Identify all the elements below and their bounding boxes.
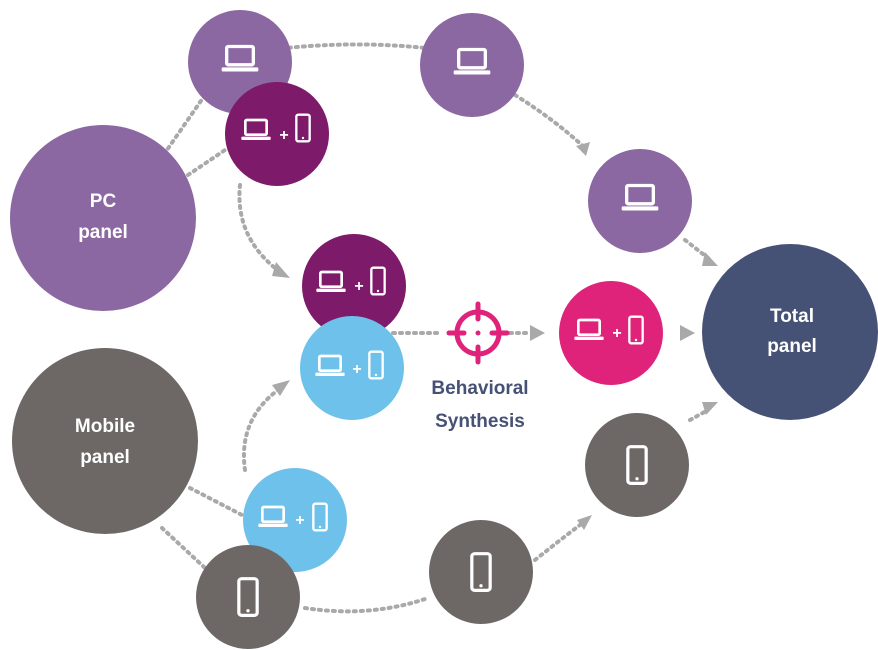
connector-combo-down — [237, 183, 277, 270]
mobile-phone-node-right — [585, 413, 689, 517]
arrowhead-to-total-upper — [702, 252, 718, 266]
connector-bottom-arc — [303, 596, 430, 614]
pc-multi-device-node-middle: + — [302, 234, 406, 338]
pc-panel-node: PC panel — [10, 125, 196, 311]
connector-pc-to-combo — [186, 146, 230, 177]
pc-panel-label-line2: panel — [78, 222, 128, 243]
mobile-panel-label-line1: Mobile — [75, 416, 135, 437]
plus-sign: + — [295, 512, 304, 529]
plus-sign: + — [354, 278, 363, 295]
mobile-multi-device-node-lower: + — [243, 468, 347, 572]
connectors — [158, 42, 710, 614]
pc-panel-label-line1: PC — [90, 191, 117, 212]
plus-sign: + — [612, 325, 621, 342]
mobile-phone-node-lower-middle — [429, 520, 533, 624]
arrowhead-bottom-up — [577, 515, 592, 530]
plus-sign: + — [279, 127, 288, 144]
pc-laptop-node-right — [588, 149, 692, 253]
arrowhead-to-blue-lower — [272, 380, 290, 396]
synthesized-multi-device-node: + — [559, 281, 663, 385]
connector-right-laptop-to-total — [683, 238, 710, 260]
arrowhead-to-total-lower — [702, 402, 718, 415]
total-panel-node: Total panel — [702, 244, 878, 420]
synthesis-label-line2: Synthesis — [435, 411, 525, 432]
arrowheads — [272, 142, 718, 530]
arrowhead-magenta-to-total — [680, 325, 695, 341]
plus-sign: + — [352, 361, 361, 378]
connector-phone-up — [533, 523, 582, 562]
arrowhead-top-right — [576, 142, 590, 156]
crosshair-target-icon — [446, 301, 510, 365]
connector-blue-bottom-up — [242, 388, 280, 472]
arrowhead-to-combo-upper — [272, 262, 290, 278]
mobile-panel-label-line2: panel — [80, 447, 130, 468]
synthesis-label-line1: Behavioral — [431, 378, 528, 399]
connector-top-arc-2 — [513, 93, 587, 150]
pc-laptop-node-upper-middle — [420, 13, 524, 117]
connector-mobile-to-phone — [160, 526, 207, 570]
connector-mobile-to-blue — [188, 486, 244, 517]
arrowhead-to-magenta — [530, 325, 545, 341]
total-panel-label-line1: Total — [770, 306, 814, 327]
pc-multi-device-node-upper: + — [225, 82, 329, 186]
connector-top-arc-1 — [266, 42, 427, 52]
connector-pc-to-top-laptop — [158, 93, 207, 162]
mobile-phone-node-bottom — [196, 545, 300, 649]
total-panel-label-line2: panel — [767, 336, 817, 357]
mobile-multi-device-node-middle: + — [300, 316, 404, 420]
mobile-panel-node: Mobile panel — [12, 348, 198, 534]
